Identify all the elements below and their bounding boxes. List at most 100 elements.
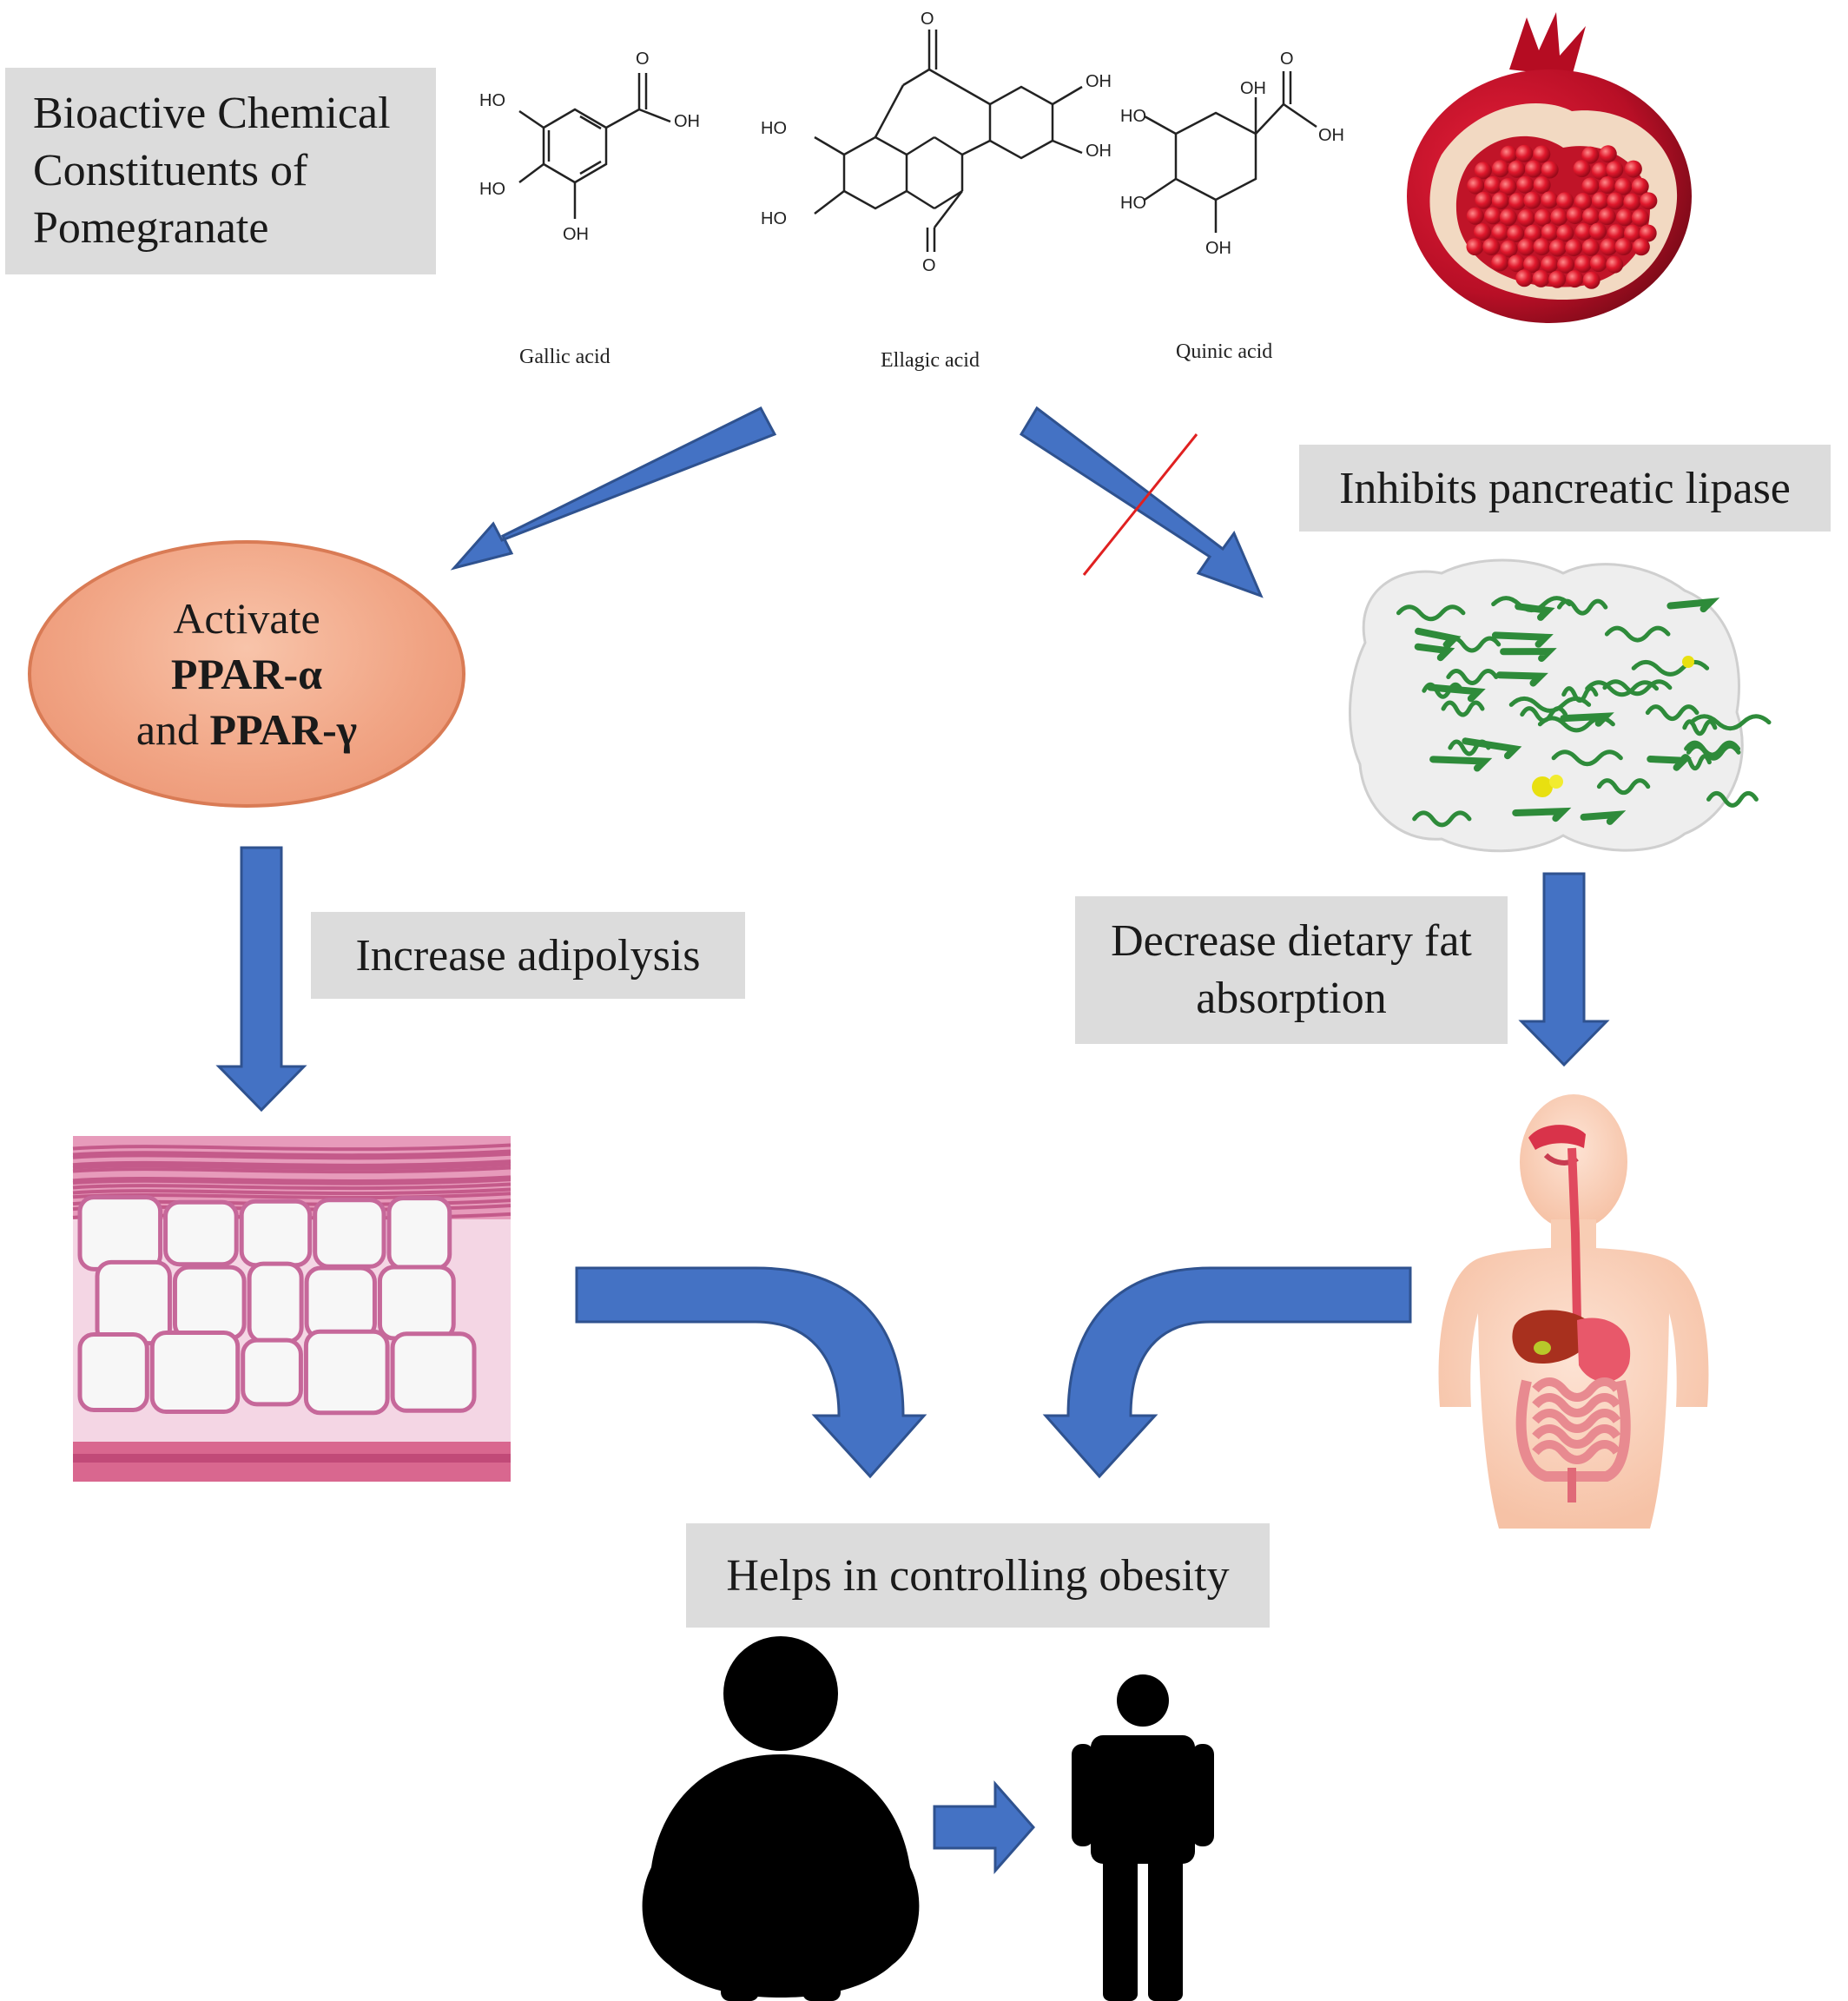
pomegranate-aril <box>1631 177 1649 195</box>
ellagic-ho-2: HO <box>761 209 787 228</box>
pomegranate-aril <box>1525 160 1543 178</box>
pomegranate-aril <box>1550 208 1568 226</box>
pomegranate-aril <box>1533 145 1551 163</box>
pomegranate-aril <box>1500 240 1518 258</box>
adipose-cell <box>313 1198 386 1269</box>
protein-sheet <box>1427 684 1486 703</box>
adipose-fiber <box>72 1149 512 1158</box>
protein-coil <box>1689 714 1772 731</box>
adipose-cell <box>77 1331 149 1413</box>
adipose-cell <box>95 1259 172 1346</box>
ellagic-ho-1: HO <box>761 119 787 138</box>
protein-coil <box>1604 625 1671 643</box>
pomegranate-aril <box>1508 192 1527 210</box>
pomegranate-aril <box>1566 270 1584 288</box>
increase-adipolysis-text: Increase adipolysis <box>355 930 701 981</box>
pomegranate-aril <box>1524 224 1542 242</box>
pomegranate-aril <box>1581 238 1600 256</box>
pomegranate-aril <box>1581 208 1600 226</box>
quinic-o: O <box>1280 50 1294 69</box>
arrow-down-right <box>1518 872 1610 1067</box>
pomegranate-aril <box>1541 255 1559 274</box>
intestine-loop <box>1532 1440 1621 1464</box>
pomegranate-aril <box>1582 271 1600 289</box>
protein-sheet <box>1415 627 1462 650</box>
pomegranate-aril <box>1639 224 1657 242</box>
adipose-fiber <box>72 1152 512 1160</box>
quinic-oh-1: OH <box>1240 79 1266 98</box>
pomegranate-aril <box>1499 177 1517 195</box>
ellagic-o-bottom: O <box>922 256 936 275</box>
inhibits-lipase-box: Inhibits pancreatic lipase <box>1299 445 1831 532</box>
title-box: Bioactive Chemical Constituents of Pomeg… <box>5 68 436 274</box>
protein-sheet <box>1414 643 1455 662</box>
decrease-fat-line-1: Decrease dietary fat <box>1111 916 1472 966</box>
quinic-ho-1: HO <box>1120 107 1146 126</box>
protein-coil <box>1412 810 1472 828</box>
pomegranate-aril <box>1606 255 1624 274</box>
pomegranate-aril <box>1491 223 1509 241</box>
pomegranate-aril <box>1624 160 1642 178</box>
adipose-cell <box>239 1199 313 1268</box>
protein-sheet <box>1495 671 1548 687</box>
protein-coil <box>1585 680 1660 697</box>
pomegranate-aril <box>1616 208 1634 227</box>
quinic-oh-3: OH <box>1205 239 1231 258</box>
quinic-oh-2: OH <box>1318 126 1344 145</box>
adipose-fiber <box>72 1143 512 1152</box>
adipose-cell <box>163 1199 239 1267</box>
adipose-cell <box>77 1195 163 1271</box>
pomegranate-aril <box>1600 238 1618 256</box>
arrow-to-ppar <box>450 406 777 571</box>
pomegranate-aril <box>1591 162 1609 180</box>
pomegranate-aril <box>1500 145 1518 163</box>
protein-sheet <box>1647 756 1692 771</box>
pomegranate-aril <box>1491 160 1509 178</box>
pomegranate-aril <box>1607 224 1626 242</box>
pomegranate-aril <box>1565 239 1583 257</box>
adipose-cell <box>247 1261 304 1344</box>
pomegranate-aril <box>1632 238 1650 256</box>
ppar-line-1: Activate <box>173 594 320 643</box>
protein-coil <box>1684 740 1741 757</box>
protein-coil <box>1706 790 1759 808</box>
pomegranate-aril <box>1508 160 1526 178</box>
pomegranate-aril <box>1556 224 1574 242</box>
pomegranate-aril <box>1491 192 1509 210</box>
adipose-fiber <box>72 1187 512 1196</box>
pomegranate-aril <box>1517 208 1535 227</box>
pomegranate-aril <box>1548 270 1567 288</box>
pomegranate-aril <box>1523 255 1541 274</box>
adipose-fiber <box>72 1159 512 1167</box>
protein-coil <box>1686 743 1741 761</box>
pomegranate-aril <box>1466 207 1484 225</box>
pomegranate-aril <box>1623 224 1641 242</box>
intestine-loop <box>1532 1409 1621 1433</box>
pomegranate-aril <box>1475 191 1493 209</box>
ppar-line-2: PPAR-α <box>170 650 323 698</box>
pomegranate-aril <box>1606 161 1624 179</box>
pomegranate-aril <box>1640 192 1658 210</box>
protein-sheet <box>1560 712 1614 727</box>
adipose-cell <box>390 1331 477 1413</box>
pomegranate-aril <box>1591 191 1609 209</box>
adipose-cell <box>172 1265 247 1341</box>
adipose-tissue-image <box>72 1136 512 1482</box>
pomegranate-aril <box>1532 269 1550 287</box>
protein-coil <box>1396 604 1466 622</box>
pomegranate-aril <box>1607 192 1625 210</box>
ppar-line-3: and PPAR-γ <box>136 702 357 757</box>
protein-coil <box>1631 659 1710 677</box>
cross-out-line <box>1082 433 1198 576</box>
adipose-cell <box>304 1265 377 1340</box>
pomegranate-aril <box>1556 192 1574 210</box>
protein-coil <box>1645 704 1700 722</box>
pomegranate-aril <box>1566 207 1584 225</box>
quinic-ho-2: HO <box>1120 194 1146 213</box>
pomegranate-aril <box>1507 224 1525 242</box>
protein-coil <box>1446 669 1499 685</box>
pomegranate-aril <box>1541 191 1559 209</box>
protein-coil <box>1682 719 1718 736</box>
right-arrow-small <box>933 1780 1035 1874</box>
